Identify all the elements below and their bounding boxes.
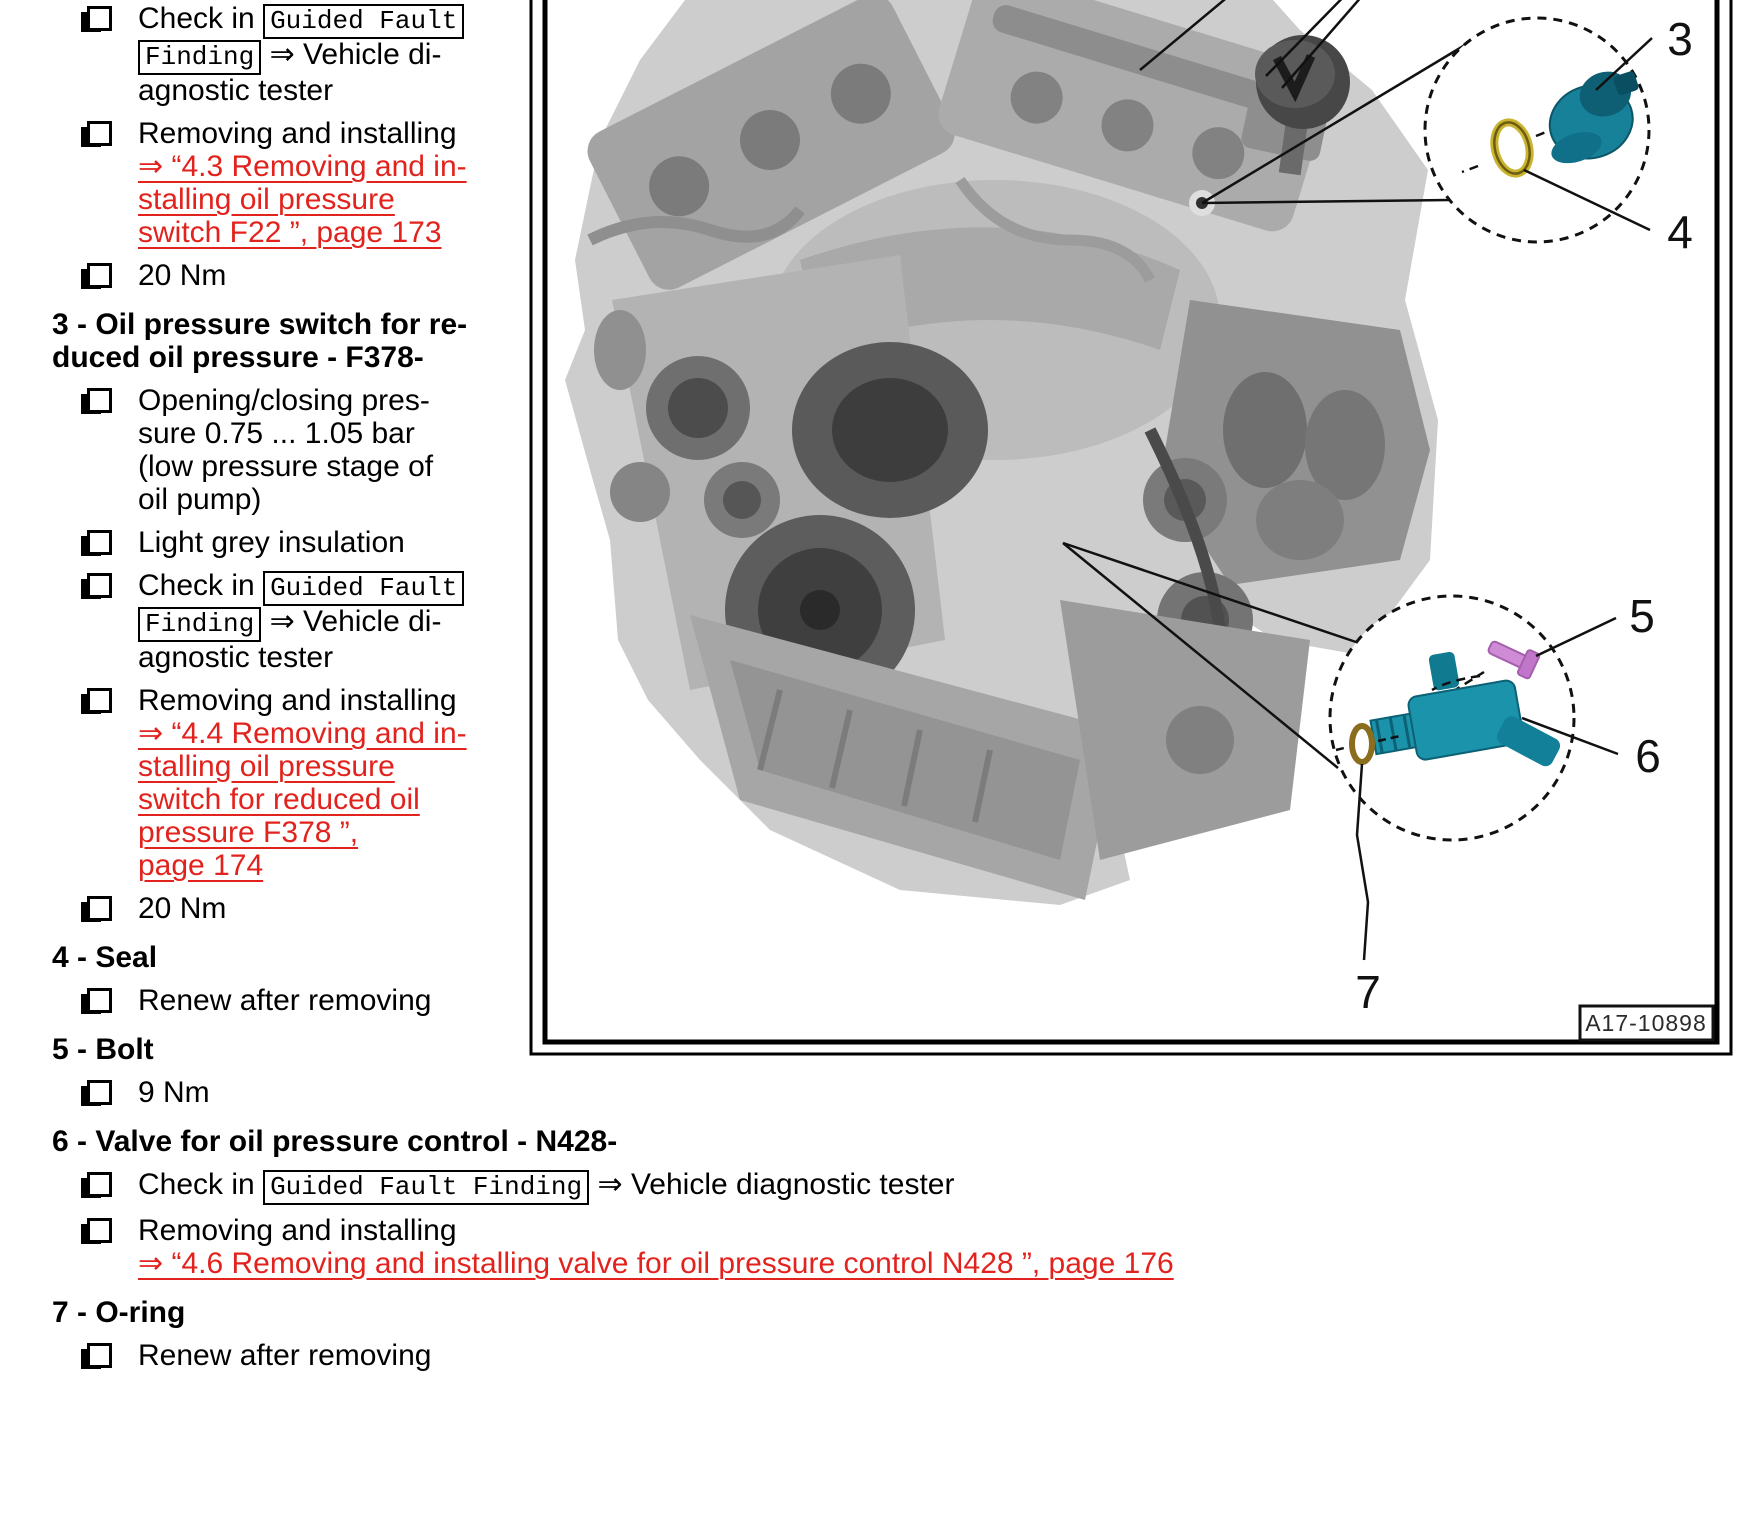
checkbox-bullet-icon xyxy=(81,1343,113,1370)
figure-ref-label: A17-10898 xyxy=(1578,1004,1715,1042)
legend-section-3: 3 - Oil pressure switch for re- duced oi… xyxy=(52,308,1712,925)
list-item: Opening/closing pres- sure 0.75 ... 1.05… xyxy=(52,384,1712,516)
removing-installing-label: Removing and installing xyxy=(138,1214,457,1247)
removing-installing-label: Removing and installing xyxy=(138,684,457,717)
part-heading-3: 3 - Oil pressure switch for re- duced oi… xyxy=(52,308,468,374)
parts-legend: Check in Guided Fault Finding ⇒ Vehicle … xyxy=(52,2,1712,1382)
detail-circle-valve: 5 6 7 xyxy=(1062,541,1661,1018)
cross-reference-link-4-3[interactable]: ⇒ “4.3 Removing and in- stalling oil pre… xyxy=(138,150,467,249)
checkbox-bullet-icon xyxy=(81,1218,113,1245)
detail-circle-switch: 3 4 xyxy=(1201,13,1693,258)
checkbox-bullet-icon xyxy=(81,988,113,1015)
callout-6-label: 6 xyxy=(1635,730,1661,782)
diagnostic-tester-label: ⇒ Vehicle di- agnostic tester xyxy=(138,38,442,107)
renew-label: Renew after removing xyxy=(138,1339,432,1372)
checkbox-bullet-icon xyxy=(81,121,113,148)
list-item: 20 Nm xyxy=(52,259,1712,292)
checkbox-bullet-icon xyxy=(81,1172,113,1199)
list-item: Renew after removing xyxy=(52,1339,1712,1372)
list-item: 20 Nm xyxy=(52,892,1712,925)
legend-section-2: Check in Guided Fault Finding ⇒ Vehicle … xyxy=(52,2,1712,292)
o-ring-part xyxy=(1335,723,1401,765)
part-heading-4: 4 - Seal xyxy=(52,941,158,974)
renew-label: Renew after removing xyxy=(138,984,432,1017)
insulation-label: Light grey insulation xyxy=(138,526,405,559)
bolt-part xyxy=(1487,640,1541,680)
list-item: Light grey insulation xyxy=(52,526,1712,559)
guided-fault-finding-box: Guided Fault xyxy=(263,571,465,606)
figure-outer-border xyxy=(529,0,1733,1056)
removing-installing-label: Removing and installing xyxy=(138,117,457,150)
callout-5-label: 5 xyxy=(1629,590,1655,642)
svg-text:A17-10898: A17-10898 xyxy=(1585,1010,1707,1036)
diagnostic-tester-label: ⇒ Vehicle diagnostic tester xyxy=(597,1168,955,1201)
legend-section-6: 6 - Valve for oil pressure control - N42… xyxy=(52,1125,1712,1280)
guided-fault-finding-box: Finding xyxy=(138,40,262,75)
list-item: Check in Guided Fault Finding ⇒ Vehicle … xyxy=(52,2,1712,107)
torque-label: 20 Nm xyxy=(138,892,227,925)
legend-section-4: 4 - Seal Renew after removing xyxy=(52,941,1712,1017)
torque-label: 20 Nm xyxy=(138,259,227,292)
cross-reference-link-4-4[interactable]: ⇒ “4.4 Removing and in- stalling oil pre… xyxy=(138,717,467,882)
check-in-label: Check in xyxy=(138,569,255,602)
check-in-label: Check in xyxy=(138,2,255,35)
checkbox-bullet-icon xyxy=(81,530,113,557)
list-item: Removing and installing ⇒ “4.3 Removing … xyxy=(52,117,1712,249)
guided-fault-finding-box: Guided Fault xyxy=(263,4,465,39)
diagnostic-tester-label: ⇒ Vehicle di- agnostic tester xyxy=(138,605,442,674)
part-heading-5: 5 - Bolt xyxy=(52,1033,154,1066)
leader-lines-top xyxy=(1139,0,1361,89)
list-item: Check in Guided Fault Finding ⇒ Vehicle … xyxy=(52,1168,1712,1205)
figure-inner-border xyxy=(542,0,1720,1045)
part-heading-6: 6 - Valve for oil pressure control - N42… xyxy=(52,1125,618,1158)
callout-4-label: 4 xyxy=(1667,206,1693,258)
legend-section-5: 5 - Bolt 9 Nm xyxy=(52,1033,1712,1109)
checkbox-bullet-icon xyxy=(81,896,113,923)
pressure-spec-label: Opening/closing pres- sure 0.75 ... 1.05… xyxy=(138,384,434,516)
cross-reference-link-4-6[interactable]: ⇒ “4.6 Removing and installing valve for… xyxy=(138,1247,1174,1280)
legend-section-7: 7 - O-ring Renew after removing xyxy=(52,1296,1712,1372)
list-item: Removing and installing ⇒ “4.6 Removing … xyxy=(52,1214,1712,1280)
list-item: 9 Nm xyxy=(52,1076,1712,1109)
guided-fault-finding-box: Finding xyxy=(138,607,262,642)
checkbox-bullet-icon xyxy=(81,688,113,715)
part-heading-7: 7 - O-ring xyxy=(52,1296,186,1329)
guided-fault-finding-box: Guided Fault Finding xyxy=(263,1170,590,1205)
engine-illustration xyxy=(565,0,1438,905)
oil-pressure-control-valve-part xyxy=(1369,651,1561,767)
checkbox-bullet-icon xyxy=(81,263,113,290)
list-item: Check in Guided Fault Finding ⇒ Vehicle … xyxy=(52,569,1712,674)
list-item: Renew after removing xyxy=(52,984,1712,1017)
checkbox-bullet-icon xyxy=(81,1080,113,1107)
callout-3-label: 3 xyxy=(1667,13,1693,65)
list-item: Removing and installing ⇒ “4.4 Removing … xyxy=(52,684,1712,882)
torque-label: 9 Nm xyxy=(138,1076,210,1109)
checkbox-bullet-icon xyxy=(81,573,113,600)
checkbox-bullet-icon xyxy=(81,388,113,415)
oil-pressure-switch-part xyxy=(1548,71,1639,164)
callout-7-label: 7 xyxy=(1355,966,1381,1018)
check-in-label: Check in xyxy=(138,1168,255,1201)
checkbox-bullet-icon xyxy=(81,6,113,33)
